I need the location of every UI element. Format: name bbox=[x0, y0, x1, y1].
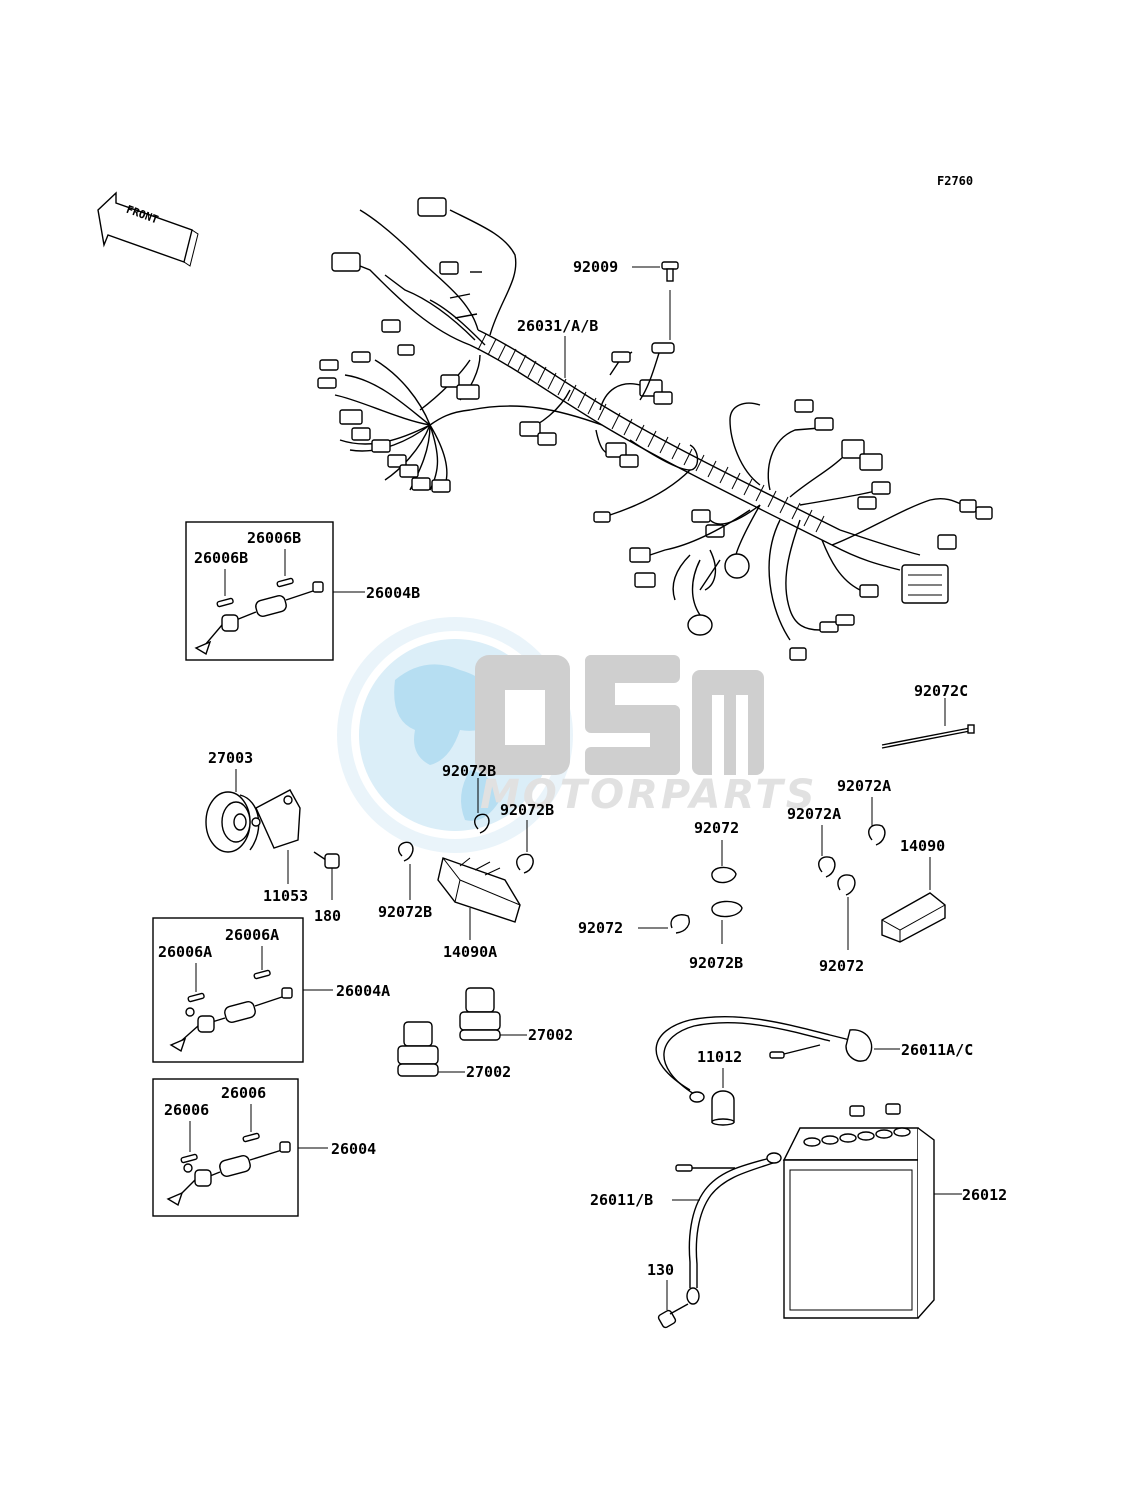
label-11053: 11053 bbox=[263, 887, 308, 905]
bolt-130-icon bbox=[657, 1303, 689, 1329]
label-92072-left: 92072 bbox=[578, 919, 623, 937]
label-92072a-upper: 92072A bbox=[837, 777, 891, 795]
label-92072b-right: 92072B bbox=[500, 801, 554, 819]
clamp-92072-right bbox=[837, 874, 856, 896]
fuse-kit-26004 bbox=[166, 1132, 291, 1207]
multi-pin-connector-icon bbox=[901, 564, 949, 604]
main-wiring-harness bbox=[317, 197, 993, 661]
clamp-92072a-left bbox=[818, 856, 836, 878]
battery-cable-26011-b bbox=[675, 1152, 782, 1305]
watermark: MOTORPARTS bbox=[337, 617, 818, 853]
label-27002-upper: 27002 bbox=[528, 1026, 573, 1044]
label-26012: 26012 bbox=[962, 1186, 1007, 1204]
watermark-logo-blocks bbox=[475, 655, 764, 775]
label-14090a: 14090A bbox=[443, 943, 497, 961]
clamp-92072-left bbox=[670, 914, 690, 934]
label-92072c: 92072C bbox=[914, 682, 968, 700]
label-92072b-center: 92072B bbox=[689, 954, 743, 972]
battery-cable-26011a-c bbox=[655, 1016, 873, 1103]
label-26011a-c: 26011A/C bbox=[901, 1041, 973, 1059]
label-92009: 92009 bbox=[573, 258, 618, 276]
label-26006b-lower: 26006B bbox=[194, 549, 248, 567]
bolt-92009-icon bbox=[661, 261, 679, 282]
cover-14090 bbox=[881, 892, 946, 943]
label-26006b-upper: 26006B bbox=[247, 529, 301, 547]
sheet-code: F2760 bbox=[937, 174, 973, 188]
horn-27003 bbox=[205, 789, 301, 853]
label-14090: 14090 bbox=[900, 837, 945, 855]
label-26004b: 26004B bbox=[366, 584, 420, 602]
clamp-92072b-3 bbox=[398, 841, 414, 862]
watermark-subtitle: MOTORPARTS bbox=[480, 772, 818, 818]
label-26011-b: 26011/B bbox=[590, 1191, 653, 1209]
bolt-180-icon bbox=[313, 851, 340, 869]
cover-14090a bbox=[437, 857, 521, 923]
battery-cell-caps bbox=[803, 1127, 911, 1147]
battery-26012 bbox=[782, 1103, 935, 1319]
label-26006-upper: 26006 bbox=[221, 1084, 266, 1102]
switch-27002-lower bbox=[397, 1021, 439, 1077]
label-26006a-lower: 26006A bbox=[158, 943, 212, 961]
clamp-92072b-1 bbox=[474, 813, 490, 834]
label-26004a: 26004A bbox=[336, 982, 390, 1000]
switch-27002-upper bbox=[459, 987, 501, 1041]
label-26031-a-b: 26031/A/B bbox=[517, 317, 598, 335]
label-92072b-left: 92072B bbox=[378, 903, 432, 921]
fuse-kit-26004b-box bbox=[185, 521, 334, 661]
label-27002-lower: 27002 bbox=[466, 1063, 511, 1081]
terminal-cap-11012 bbox=[711, 1090, 735, 1126]
label-11012: 11012 bbox=[697, 1048, 742, 1066]
label-26004: 26004 bbox=[331, 1140, 376, 1158]
label-92072a-left: 92072A bbox=[787, 805, 841, 823]
label-92072-center: 92072 bbox=[694, 819, 739, 837]
label-26006-lower: 26006 bbox=[164, 1101, 209, 1119]
label-27003: 27003 bbox=[208, 749, 253, 767]
front-label: FRONT bbox=[124, 203, 160, 227]
clamp-92072-center bbox=[711, 866, 737, 884]
label-92072b-top: 92072B bbox=[442, 762, 496, 780]
label-130: 130 bbox=[647, 1261, 674, 1279]
fuse-kit-26004a bbox=[169, 969, 293, 1053]
clamp-92072b-center bbox=[711, 900, 743, 918]
label-180: 180 bbox=[314, 907, 341, 925]
clamp-92072b-2 bbox=[516, 853, 534, 874]
tie-wrap-92072c bbox=[881, 724, 975, 749]
fuse-kit-26004b bbox=[194, 577, 324, 656]
label-26006a-upper: 26006A bbox=[225, 926, 279, 944]
clamp-92072a-upper bbox=[868, 824, 886, 846]
front-direction-arrow: FRONT bbox=[97, 191, 199, 267]
label-92072-bottom-right: 92072 bbox=[819, 957, 864, 975]
